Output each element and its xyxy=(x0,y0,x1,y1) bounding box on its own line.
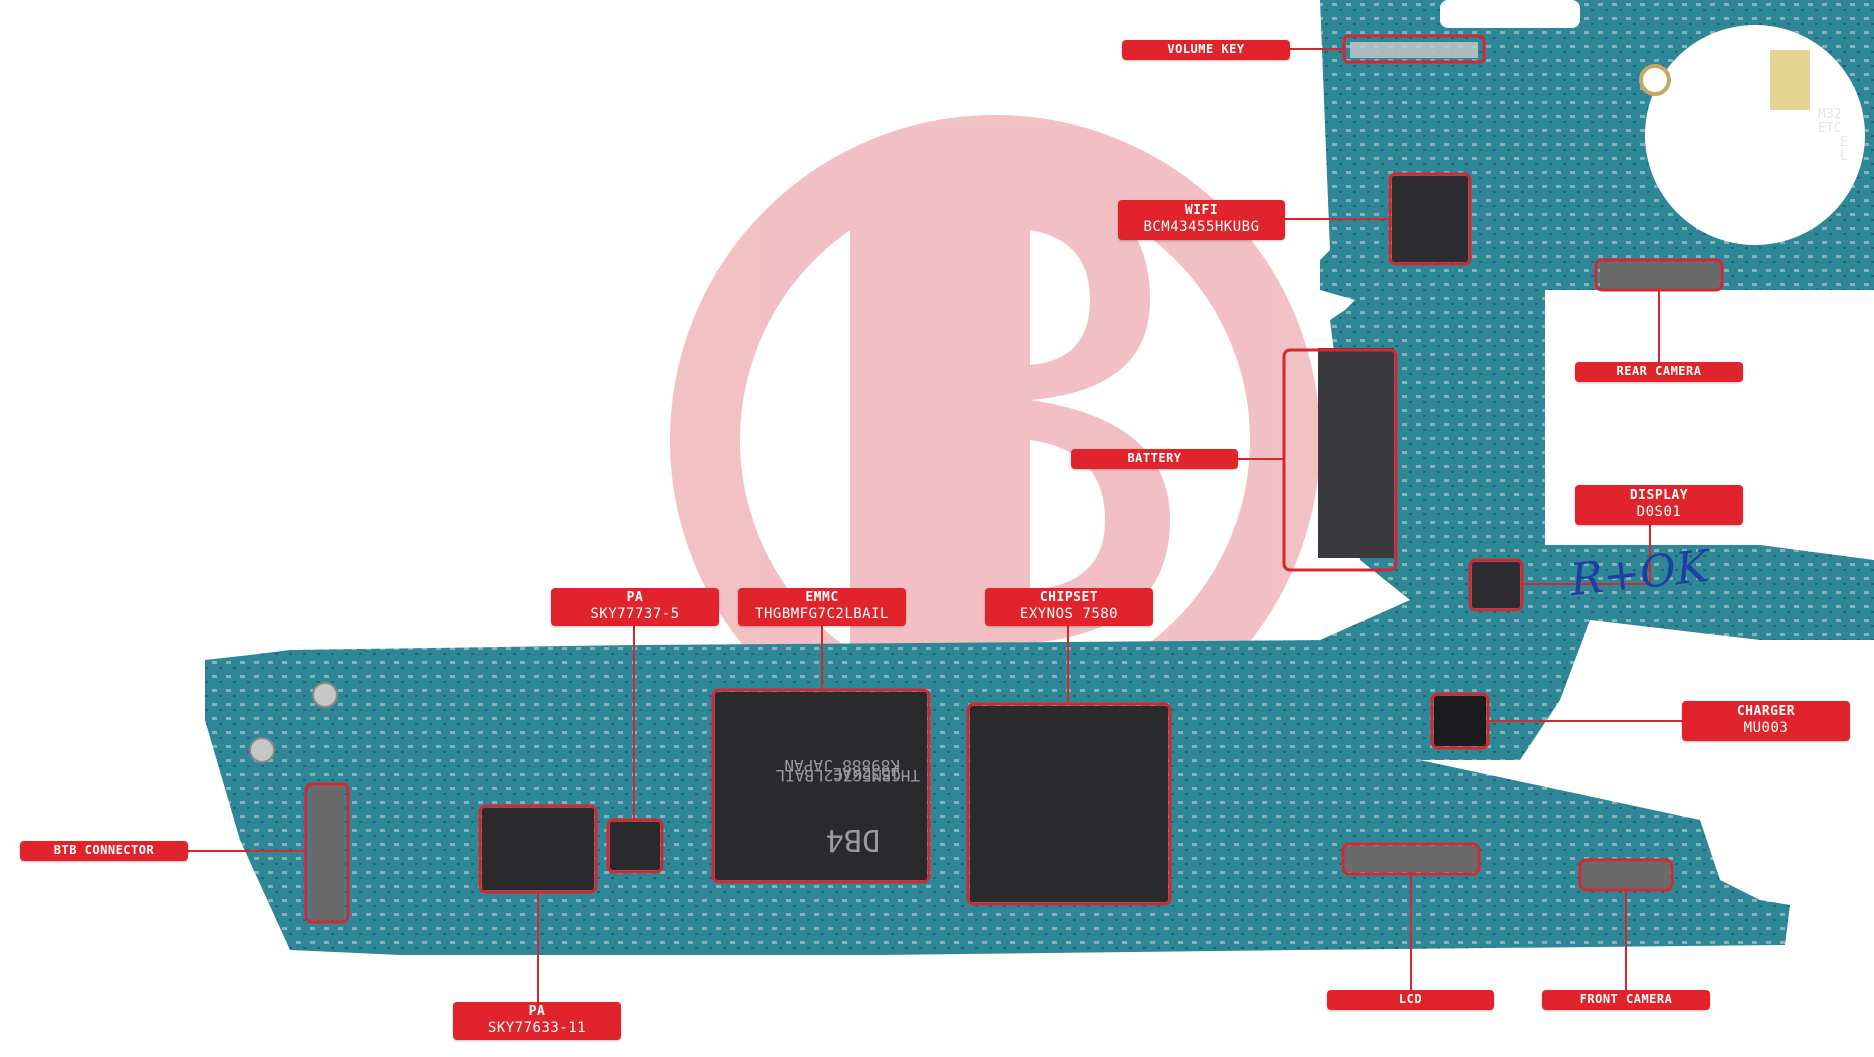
btb-connector-part xyxy=(310,786,344,920)
emmc-marking-4: K89888 JAPAN xyxy=(784,756,900,775)
label-pa-top-part: SKY77737-5 xyxy=(590,606,680,623)
emmc-marking-1: DB4 xyxy=(826,822,880,857)
chipset-chip xyxy=(970,706,1168,902)
pa-chip-small xyxy=(610,822,660,870)
label-volume-key: VOLUME KEY xyxy=(1122,40,1290,60)
label-lcd: LCD xyxy=(1327,990,1494,1010)
label-volume-key-title: VOLUME KEY xyxy=(1167,42,1245,57)
label-battery-title: BATTERY xyxy=(1127,451,1182,466)
label-btb-connector-title: BTB CONNECTOR xyxy=(53,843,155,858)
label-rear-camera-title: REAR CAMERA xyxy=(1616,364,1702,379)
rear-camera-connector-part xyxy=(1600,262,1720,288)
board-code-4: L xyxy=(1840,149,1848,164)
chip-markings: DB4 1532KAE THGBMFG7C2LBAIL K89888 JAPAN… xyxy=(776,107,1849,857)
label-pa-bottom-title: PA xyxy=(528,1004,546,1020)
battery-connector xyxy=(1318,348,1394,558)
volume-key-pads xyxy=(1350,42,1478,58)
board-code-2: ETC xyxy=(1818,121,1841,136)
label-wifi: WIFI BCM43455HKUBG xyxy=(1118,200,1285,240)
emmc-marking-3: THGBMFG7C2LBAIL xyxy=(776,766,921,785)
label-wifi-part: BCM43455HKUBG xyxy=(1143,219,1260,236)
label-front-camera-title: FRONT CAMERA xyxy=(1579,992,1673,1007)
label-charger-part: MU003 xyxy=(1743,720,1789,737)
label-display-title: DISPLAY xyxy=(1629,488,1689,504)
label-charger-title: CHARGER xyxy=(1736,704,1796,720)
leader-lines xyxy=(188,48,1682,1002)
board-code-1: M32 xyxy=(1818,107,1841,122)
label-emmc-title: EMMC xyxy=(805,590,839,606)
label-pa-bottom-part: SKY77633-11 xyxy=(487,1020,587,1037)
label-charger: CHARGER MU003 xyxy=(1682,701,1850,741)
label-pa-bottom: PA SKY77633-11 xyxy=(453,1002,621,1040)
label-display: DISPLAY D0S01 xyxy=(1575,485,1743,525)
label-btb-connector: BTB CONNECTOR xyxy=(20,841,188,861)
label-emmc: EMMC THGBMFG7C2LBAIL xyxy=(738,588,906,626)
lcd-connector-part xyxy=(1345,846,1477,872)
label-wifi-title: WIFI xyxy=(1184,203,1219,219)
label-pa-top: PA SKY77737-5 xyxy=(551,588,719,626)
label-chipset-title: CHIPSET xyxy=(1039,590,1099,606)
label-lcd-title: LCD xyxy=(1398,992,1423,1007)
wifi-chip xyxy=(1392,176,1468,262)
charger-chip xyxy=(1434,696,1486,746)
emmc-marking-2: 1532KAE xyxy=(833,764,900,783)
label-battery: BATTERY xyxy=(1071,449,1238,469)
front-camera-connector-part xyxy=(1582,862,1670,888)
label-chipset-part: EXYNOS 7580 xyxy=(1019,606,1119,623)
display-chip xyxy=(1472,562,1520,608)
pa-chip-left xyxy=(482,808,594,890)
board-code-3: E xyxy=(1840,135,1848,150)
chips xyxy=(310,42,1720,920)
label-pa-top-title: PA xyxy=(626,590,644,606)
label-emmc-part: THGBMFG7C2LBAIL xyxy=(755,606,889,623)
label-display-part: D0S01 xyxy=(1636,504,1682,521)
label-rear-camera: REAR CAMERA xyxy=(1575,362,1743,382)
label-front-camera: FRONT CAMERA xyxy=(1542,990,1710,1010)
emmc-chip xyxy=(715,692,927,880)
label-chipset: CHIPSET EXYNOS 7580 xyxy=(985,588,1153,626)
